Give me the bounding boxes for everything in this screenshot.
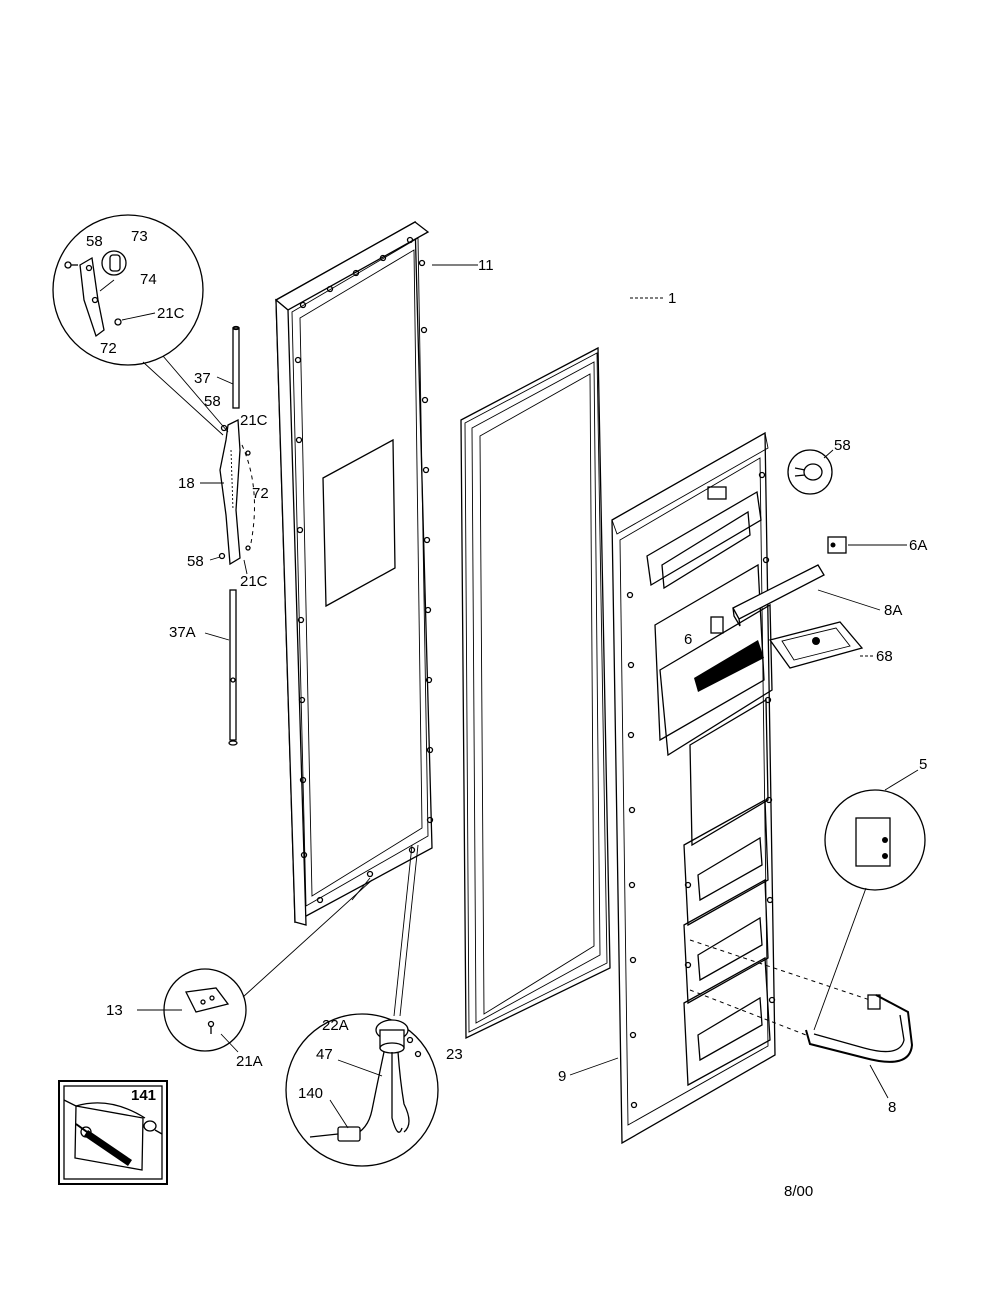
- label-74: 74: [140, 271, 157, 288]
- label-18: 18: [178, 475, 195, 492]
- label-73: 73: [131, 228, 148, 245]
- liner-screw-holes: [626, 471, 776, 1109]
- label-58: 58: [204, 393, 221, 410]
- label-37: 37: [194, 370, 211, 387]
- label-1: 1: [668, 290, 676, 307]
- label-13: 13: [106, 1002, 123, 1019]
- label-21c: 21C: [240, 412, 268, 429]
- label-5: 5: [919, 756, 927, 773]
- label-58: 58: [86, 233, 103, 250]
- label-72: 72: [100, 340, 117, 357]
- frame-screw-holes: [294, 236, 434, 904]
- detail-circle-switch-harness: 22A 47 23 140: [285, 844, 463, 1167]
- label-8a: 8A: [884, 602, 902, 619]
- label-21a: 21A: [236, 1053, 263, 1070]
- door-gasket-part-1: 1: [460, 290, 676, 1040]
- rail-part-8a: 8A: [732, 564, 902, 627]
- detail-circle-part-5: 5: [813, 756, 927, 1031]
- label-8: 8: [888, 1099, 896, 1116]
- label-68: 68: [876, 648, 893, 665]
- date-code: 8/00: [784, 1183, 813, 1200]
- clip-part-6a: 6A: [827, 536, 927, 554]
- label-141: 141: [131, 1087, 156, 1104]
- door-frame-part-11: 11: [274, 220, 494, 926]
- parts-packet-part-141: 141: [58, 1080, 168, 1185]
- label-37a: 37A: [169, 624, 196, 641]
- detail-circle-screw-58: 58: [787, 437, 851, 495]
- label-23: 23: [446, 1046, 463, 1063]
- label-22a: 22A: [322, 1017, 349, 1034]
- bin-part-8: 8: [689, 939, 914, 1116]
- cup-part-68: 68: [768, 621, 893, 669]
- label-21c: 21C: [240, 573, 268, 590]
- hinge-assembly: 37 58 21C 18 72 58 21C 37A: [169, 325, 269, 746]
- label-47: 47: [316, 1046, 333, 1063]
- label-21c: 21C: [157, 305, 185, 322]
- label-6a: 6A: [909, 537, 927, 554]
- label-11: 11: [478, 257, 494, 274]
- label-58: 58: [187, 553, 204, 570]
- label-72: 72: [252, 485, 269, 502]
- label-6: 6: [684, 631, 692, 648]
- label-58: 58: [834, 437, 851, 454]
- detail-circle-part-13: 13 21A: [106, 877, 373, 1070]
- label-140: 140: [298, 1085, 323, 1102]
- label-9: 9: [558, 1068, 566, 1085]
- detail-circle-hinge-bolt: 58 73 74 21C 72: [52, 214, 229, 436]
- part-6: 6: [684, 616, 724, 648]
